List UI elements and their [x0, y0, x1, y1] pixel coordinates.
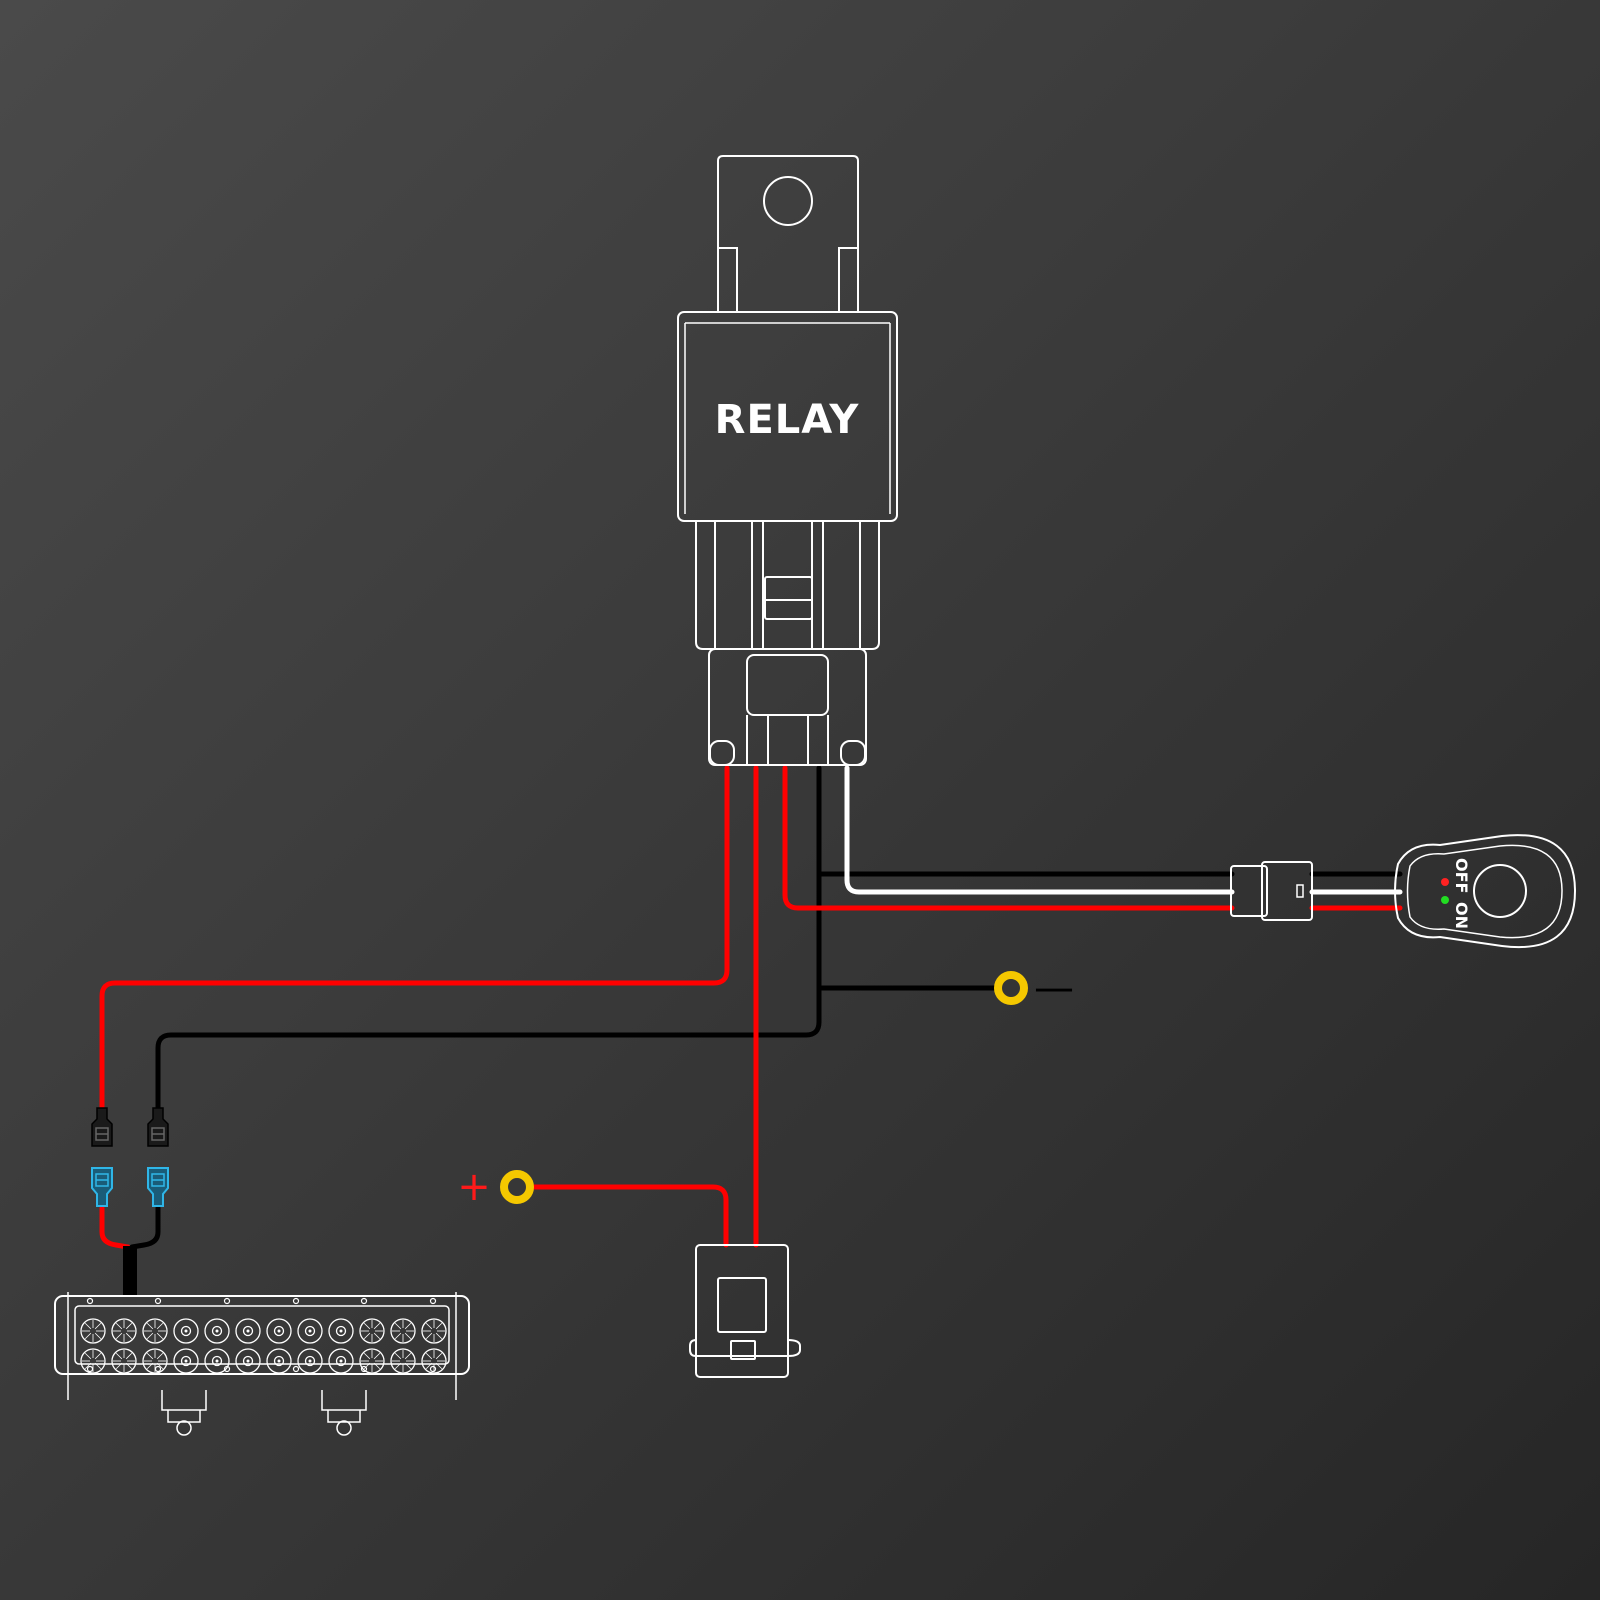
light-bar-bracket-left [161, 1390, 207, 1436]
switch-connector [1230, 861, 1313, 921]
light-bar-rivet [429, 1365, 437, 1373]
led-lens [204, 1318, 230, 1344]
led-lens [235, 1318, 261, 1344]
switch-led-on [1441, 896, 1449, 904]
light-bar-rivet [429, 1297, 437, 1305]
led-lens [359, 1318, 385, 1344]
switch-red-wire [782, 765, 1235, 911]
on-off-switch: OFF ON [1394, 834, 1577, 948]
light-bar-rivet [154, 1297, 162, 1305]
wires [99, 765, 1403, 1296]
light-bar-positive-wire [99, 765, 730, 1111]
switch-connector-male [1261, 861, 1313, 921]
switch-outer-shell [1394, 834, 1577, 948]
light-bar-bracket-right [321, 1390, 367, 1436]
light-connector-positive [91, 1167, 113, 1207]
relay-mount-hole [763, 176, 813, 226]
led-lens [173, 1348, 199, 1374]
switch-inner-shell [1406, 844, 1563, 939]
relay-body [677, 311, 898, 522]
positive-sign: + [457, 1164, 491, 1210]
led-lens [297, 1348, 323, 1374]
led-lens [359, 1348, 385, 1374]
relay-socket [695, 521, 880, 650]
led-lens [111, 1348, 137, 1374]
led-lens [80, 1318, 106, 1344]
negative-ring-terminal [994, 971, 1028, 1005]
led-lens [421, 1318, 447, 1344]
led-lens [421, 1348, 447, 1374]
switch-off-label: OFF [1452, 858, 1471, 893]
fuse-holder-body [695, 1244, 789, 1378]
switch-white-wire [844, 765, 1235, 895]
led-lens [390, 1348, 416, 1374]
negative-sign: — [1034, 965, 1074, 1011]
led-lens [204, 1348, 230, 1374]
light-bar-rivet [86, 1365, 94, 1373]
light-bar-rivet [154, 1365, 162, 1373]
relay: RELAY [677, 155, 898, 766]
light-bar-rivet [292, 1297, 300, 1305]
fuse-holder [689, 1244, 801, 1378]
light-bar-rivet [86, 1297, 94, 1305]
led-lens [328, 1348, 354, 1374]
switch-knob [1473, 864, 1527, 918]
led-lens [328, 1318, 354, 1344]
fuse-window [717, 1277, 767, 1333]
switch-on-label: ON [1452, 902, 1471, 929]
battery-positive-wire [530, 1184, 729, 1248]
led-lens [173, 1318, 199, 1344]
positive-terminal: + [457, 1164, 534, 1210]
relay-mounting-tab [717, 155, 859, 312]
relay-connector [708, 648, 867, 766]
led-lens [390, 1318, 416, 1344]
light-bar-rivet [360, 1365, 368, 1373]
led-lens [111, 1318, 137, 1344]
led-lens [80, 1348, 106, 1374]
led-lens [235, 1348, 261, 1374]
led-lens [266, 1348, 292, 1374]
relay-label: RELAY [715, 397, 860, 443]
pigtail-black-wire [129, 1205, 161, 1250]
led-lens [266, 1318, 292, 1344]
led-lens [142, 1318, 168, 1344]
switch-led-off [1441, 878, 1449, 886]
harness-connector-negative [147, 1107, 169, 1147]
light-bar-connectors [91, 1107, 169, 1207]
harness-connector-positive [91, 1107, 113, 1147]
positive-ring-terminal [500, 1170, 534, 1204]
light-bar-ground-wire [155, 765, 822, 1111]
light-bar-rivet [292, 1365, 300, 1373]
led-lens [142, 1348, 168, 1374]
pigtail-red-wire [99, 1205, 131, 1250]
negative-terminal: — [994, 965, 1074, 1011]
led-lens [297, 1318, 323, 1344]
light-bar-rivet [223, 1297, 231, 1305]
light-connector-negative [147, 1167, 169, 1207]
light-bar-lenses [80, 1318, 447, 1374]
switch-connector-female [1230, 865, 1268, 917]
light-bar-rivets [86, 1297, 437, 1373]
light-bar-rivet [360, 1297, 368, 1305]
led-light-bar [54, 1292, 470, 1436]
